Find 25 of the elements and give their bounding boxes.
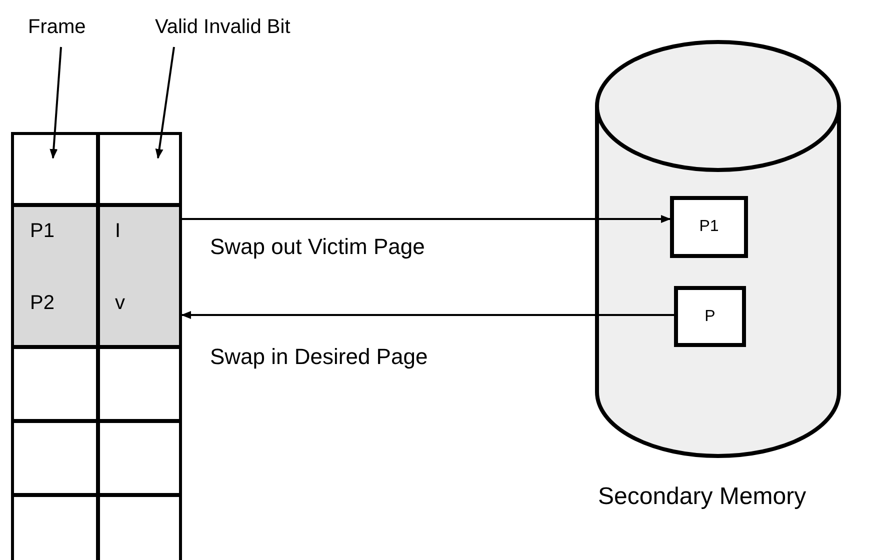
table-cell [11, 494, 99, 560]
cell-text: v [115, 293, 125, 313]
table-cell [97, 494, 182, 560]
edge-label: Swap in Desired Page [210, 346, 428, 368]
edge-label: Swap out Victim Page [210, 236, 425, 258]
storage-caption: Secondary Memory [598, 485, 806, 509]
column-label: Valid Invalid Bit [155, 16, 290, 39]
cell-text: I [115, 221, 121, 241]
table-cell [97, 420, 182, 496]
table-cell [11, 132, 99, 206]
leader-arrow [50, 46, 62, 159]
column-label: Frame [28, 16, 86, 39]
cell-text: P2 [30, 293, 54, 313]
leader-arrow [155, 46, 175, 159]
table-cell [97, 346, 182, 422]
table-cell [11, 204, 99, 348]
cell-text: P1 [30, 221, 54, 241]
arrow [181, 311, 674, 319]
page-box: P [674, 286, 746, 347]
table-cell [97, 132, 182, 206]
table-cell [11, 346, 99, 422]
table-cell [11, 420, 99, 496]
arrow [182, 215, 671, 223]
page-box: P1 [670, 196, 748, 258]
table-cell [97, 204, 182, 348]
